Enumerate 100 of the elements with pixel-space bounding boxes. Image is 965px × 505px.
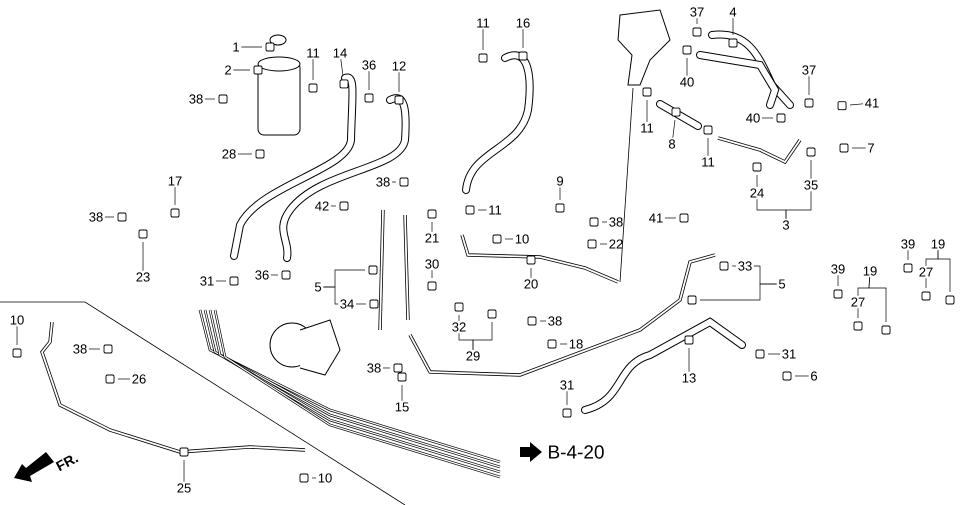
callout-number: 5 <box>778 279 786 289</box>
callout-number: 41 <box>865 98 879 108</box>
callout-number: 38 <box>609 217 623 227</box>
callout-number: 16 <box>516 18 530 28</box>
callout-number: 38 <box>548 316 562 326</box>
leader-line <box>368 70 370 90</box>
callout-number: 17 <box>168 176 182 186</box>
leader-line <box>540 320 546 322</box>
leader-line <box>696 18 698 24</box>
callout-number: 28 <box>222 149 236 159</box>
leader-line <box>808 76 810 96</box>
leader-line <box>522 28 524 48</box>
callout-number: 2 <box>225 65 231 75</box>
callout-number: 30 <box>425 259 439 269</box>
callout-number: 40 <box>746 113 760 123</box>
leader-line <box>850 103 864 106</box>
callout-number: 18 <box>570 339 583 349</box>
callout-number: 31 <box>560 380 574 390</box>
callout-number: 11 <box>489 206 502 214</box>
leader-line <box>322 270 366 288</box>
callout-number: 29 <box>466 351 480 361</box>
callout-number: 10 <box>516 234 529 244</box>
callout-number: 3 <box>782 220 790 230</box>
callout-number: 1 <box>233 42 239 52</box>
leader-line <box>810 160 812 180</box>
callout-number: 26 <box>132 374 146 384</box>
leader-line <box>688 348 690 372</box>
callout-number: 12 <box>392 61 406 71</box>
callout-number: 42 <box>315 201 329 211</box>
leader-line <box>142 242 144 272</box>
callout-number: 31 <box>782 349 796 359</box>
leader-line <box>398 72 400 92</box>
leader-line <box>700 284 778 300</box>
callout-number: 38 <box>189 94 203 104</box>
leader-line <box>118 378 130 380</box>
callout-number: 31 <box>200 276 214 286</box>
leader-line <box>88 348 100 350</box>
leader-line <box>104 216 114 218</box>
leader-line <box>204 98 216 100</box>
leader-line <box>938 250 950 292</box>
callout-number: 34 <box>340 299 354 309</box>
leader-line <box>458 314 460 322</box>
callout-number: 11 <box>641 124 654 132</box>
callout-number: 41 <box>649 214 663 222</box>
callout-number: 35 <box>804 180 818 190</box>
front-label: FR. <box>56 456 78 472</box>
callout-number: 7 <box>868 144 874 152</box>
callout-number: 10 <box>10 315 24 325</box>
callout-number: 39 <box>901 239 915 249</box>
leader-line <box>530 268 532 278</box>
callout-number: 8 <box>668 139 676 149</box>
callout-number: 22 <box>609 239 623 249</box>
callout-number: 24 <box>750 188 764 198</box>
callout-number: 27 <box>919 267 933 277</box>
callout-number: 9 <box>557 176 563 186</box>
callout-number: 13 <box>682 373 696 383</box>
callout-number: 14 <box>334 48 347 58</box>
callout-number: 21 <box>425 233 439 243</box>
leader-line <box>732 18 734 36</box>
callout-number: 6 <box>811 371 818 381</box>
callout-number: 11 <box>307 48 320 58</box>
leader-line <box>16 326 18 346</box>
callout-number: 23 <box>136 272 150 282</box>
callout-number: 15 <box>396 402 409 412</box>
leader-line <box>868 276 886 322</box>
callout-number: 38 <box>73 344 87 354</box>
page-reference: B-4-20 <box>549 445 604 459</box>
callout-number: 20 <box>524 279 538 289</box>
callout-number: 37 <box>690 7 704 17</box>
callout-number: 37 <box>802 65 816 75</box>
leader-line <box>646 100 648 122</box>
callout-number: 38 <box>367 363 381 373</box>
leader-line <box>482 28 484 50</box>
callout-number: 19 <box>864 266 877 276</box>
leader-line <box>504 238 514 240</box>
leader-line <box>312 58 314 80</box>
callout-number: 36 <box>255 270 269 280</box>
callout-number: 11 <box>477 18 490 28</box>
callout-number: 39 <box>831 264 845 274</box>
leader-line <box>240 46 262 48</box>
callout-number: 4 <box>730 8 736 16</box>
leader-line <box>216 280 226 282</box>
leader-line <box>756 174 758 188</box>
callout-number: 25 <box>177 483 191 493</box>
leader-line <box>472 322 492 350</box>
callout-number: 36 <box>362 60 376 70</box>
callout-number: 19 <box>932 239 945 249</box>
leader-line <box>270 274 278 276</box>
callout-number: 33 <box>738 261 752 271</box>
leader-line <box>566 390 568 406</box>
callout-number: 38 <box>376 177 390 187</box>
leader-line <box>174 186 176 206</box>
callout-number: 27 <box>851 297 865 307</box>
callout-number: 10 <box>318 473 332 483</box>
callout-number: 40 <box>680 77 694 87</box>
callout-number: 38 <box>89 212 103 222</box>
leader-line <box>786 190 812 220</box>
leader-line <box>672 120 676 138</box>
leader-line <box>340 58 344 76</box>
callout-number: 11 <box>702 158 714 166</box>
